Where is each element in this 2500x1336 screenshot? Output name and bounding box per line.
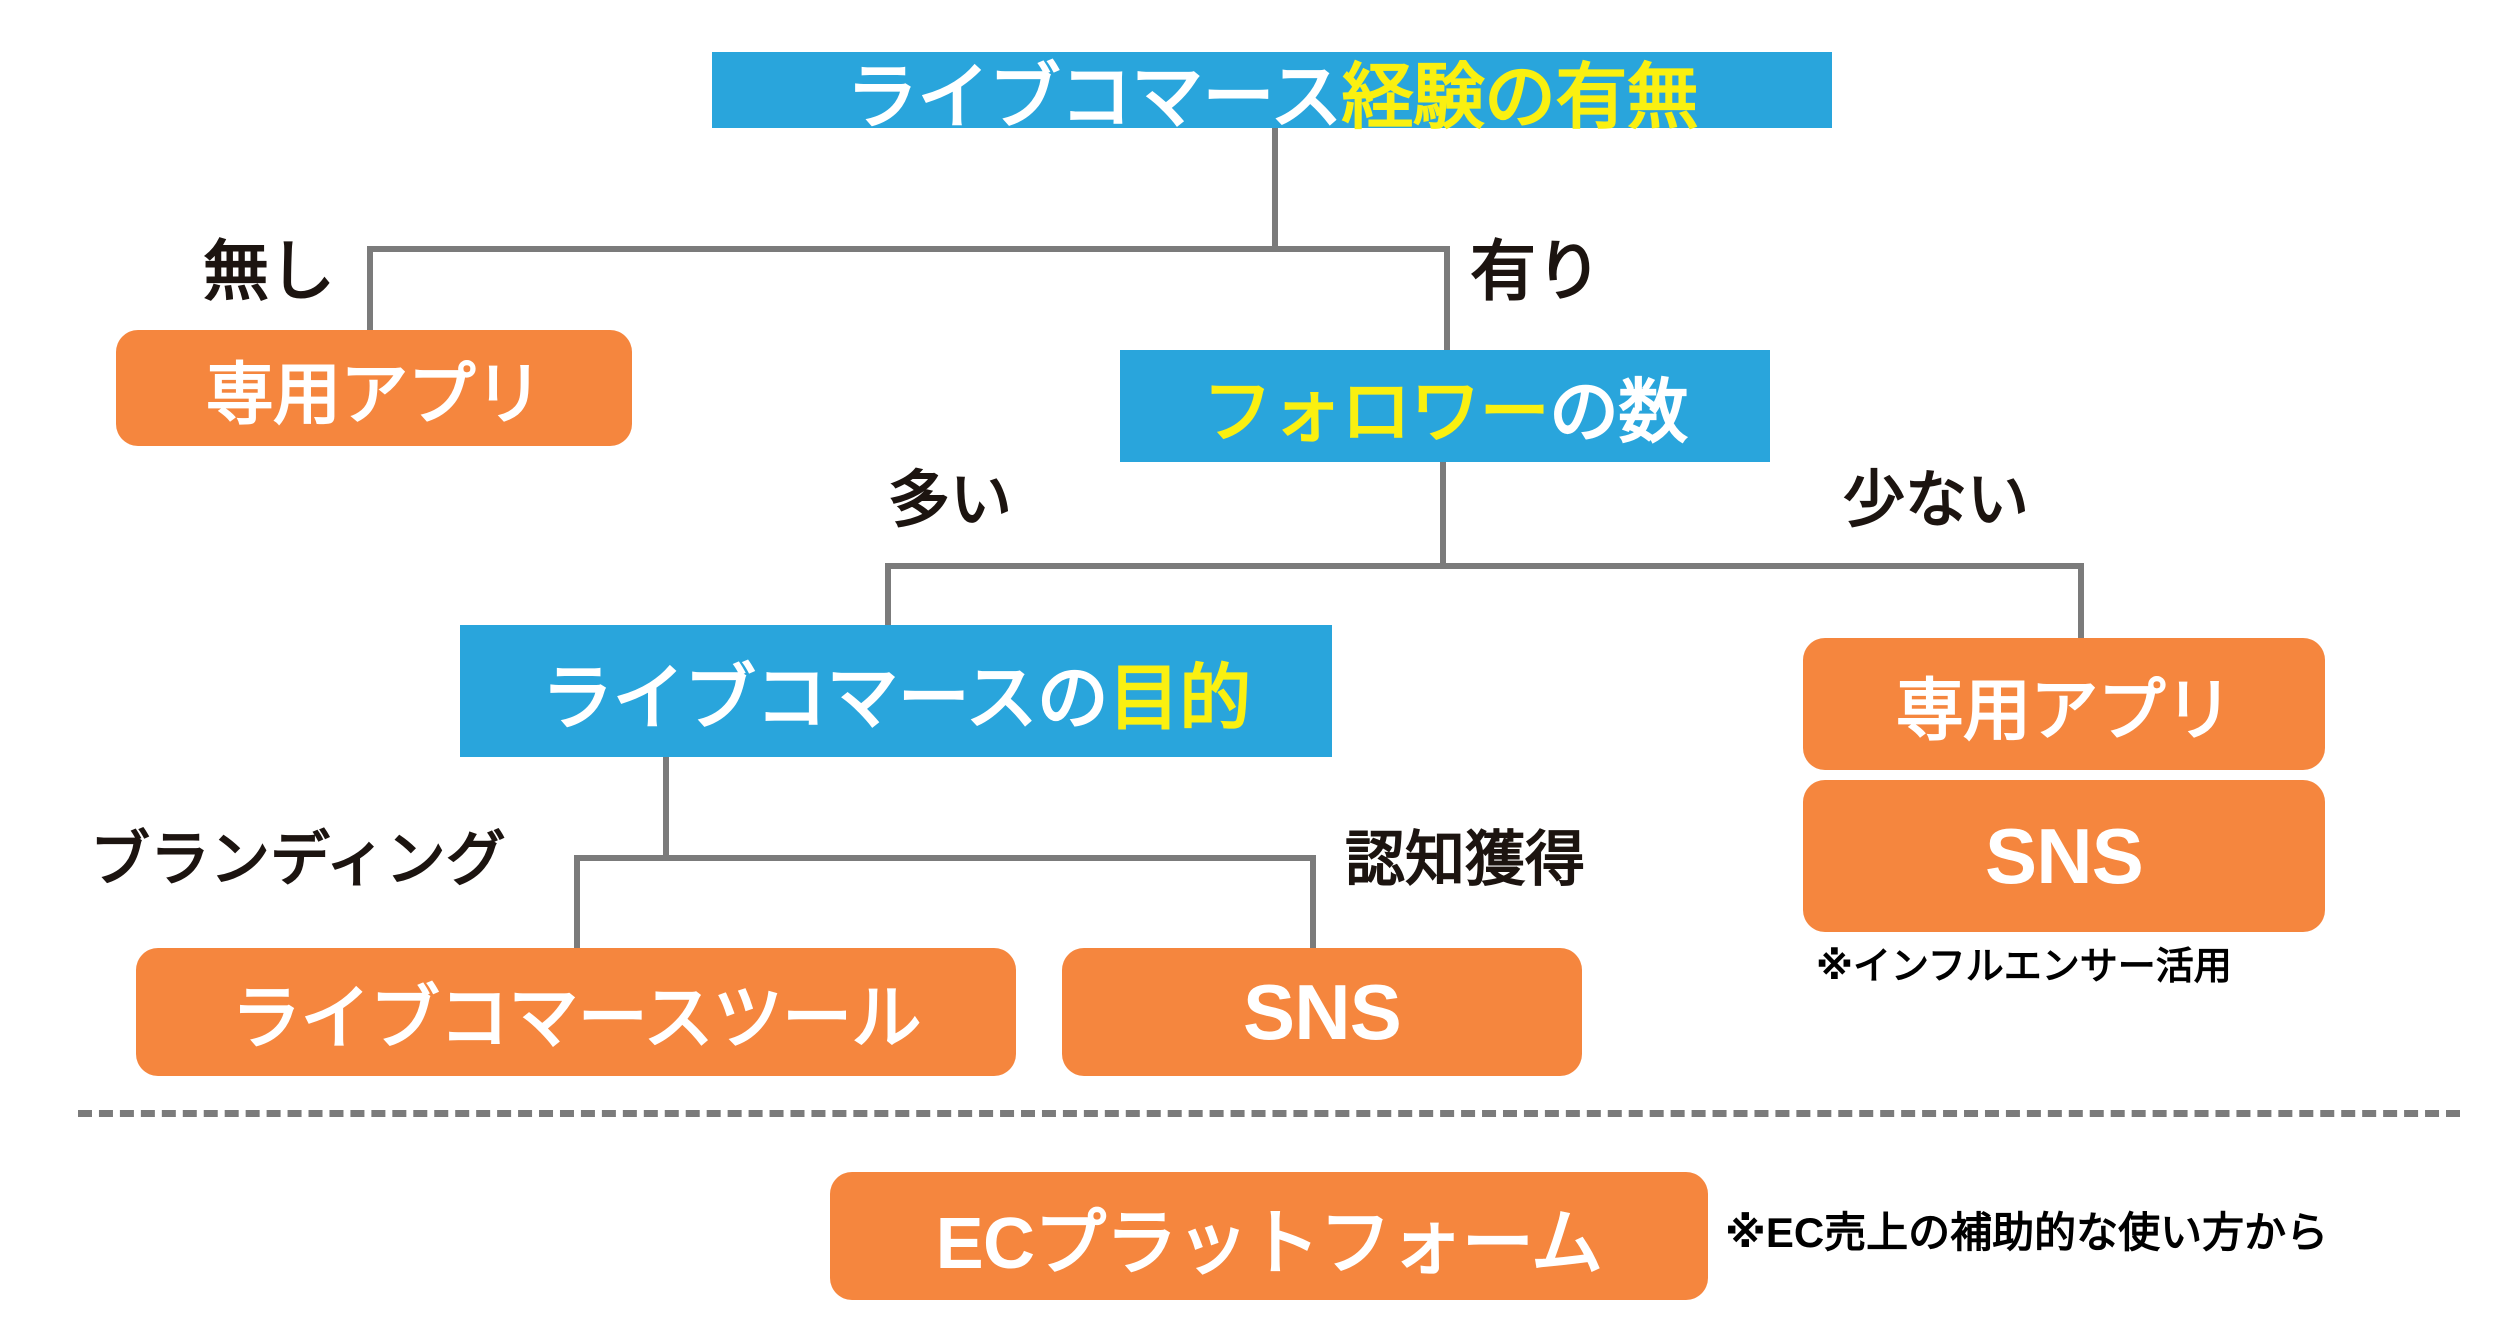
node-live-commerce-experience[interactable]: ライブコマース経験の有無 [712, 52, 1832, 138]
connector-level3-right-drop [1310, 855, 1316, 955]
node-ec-platform[interactable]: ECプラットフォーム [830, 1172, 1708, 1300]
connector-level1-left-drop [367, 246, 373, 354]
note-ec-sales: ※EC売上の補助的な使い方から [1725, 1209, 2329, 1256]
connector-level3-left-drop [574, 855, 580, 955]
connector-root-stem [1272, 126, 1278, 248]
section-divider [78, 1110, 2460, 1117]
node-label-part-yellow: フォロワー [1202, 372, 1549, 451]
node-sns-middle[interactable]: SNS [1062, 948, 1582, 1076]
connector-level2-bar [885, 563, 2084, 569]
edge-label-none: 無し [203, 234, 335, 308]
node-label: SNS [1984, 811, 2144, 900]
connector-level2-left-drop [885, 563, 891, 631]
connector-level3-bar [574, 855, 1316, 861]
edge-label-many: 多い [888, 466, 1013, 535]
node-label: ライブコマースツール [231, 978, 921, 1057]
node-label: 専用アプリ [1895, 672, 2233, 749]
node-label-part-white: の数 [1548, 372, 1688, 451]
edge-label-branding: ブランディング [90, 826, 506, 893]
node-follower-count[interactable]: フォロワーの数 [1120, 350, 1770, 462]
node-label-part-yellow: 目的 [1108, 658, 1251, 739]
edge-label-yes: 有り [1470, 234, 1602, 308]
node-sns-right[interactable]: SNS [1803, 780, 2325, 932]
node-label-part-yellow: 経験の有無 [1341, 57, 1698, 138]
node-label: SNS [1242, 967, 1402, 1056]
connector-level2-right-drop [2078, 563, 2084, 643]
connector-purpose-stem [663, 757, 669, 861]
connector-level1-bar [367, 246, 1450, 252]
node-label-part-white: ライブコマースの [541, 658, 1109, 739]
node-dedicated-app-left[interactable]: 専用アプリ [116, 330, 632, 446]
node-live-commerce-tool[interactable]: ライブコマースツール [136, 948, 1016, 1076]
connector-followers-stem [1440, 462, 1446, 569]
edge-label-few: 少ない [1843, 466, 2030, 535]
node-live-commerce-purpose[interactable]: ライブコマースの目的 [460, 625, 1332, 757]
node-label: 専用アプリ [205, 356, 543, 433]
connector-level1-right-drop [1444, 246, 1450, 352]
edge-label-awareness: 認知獲得 [1345, 826, 1585, 893]
node-dedicated-app-right[interactable]: 専用アプリ [1803, 638, 2325, 770]
note-influencer: ※インフルエンサー活用 [1816, 946, 2232, 988]
node-label: ECプラットフォーム [935, 1203, 1603, 1284]
node-label-part-white: ライブコマース [846, 57, 1342, 138]
